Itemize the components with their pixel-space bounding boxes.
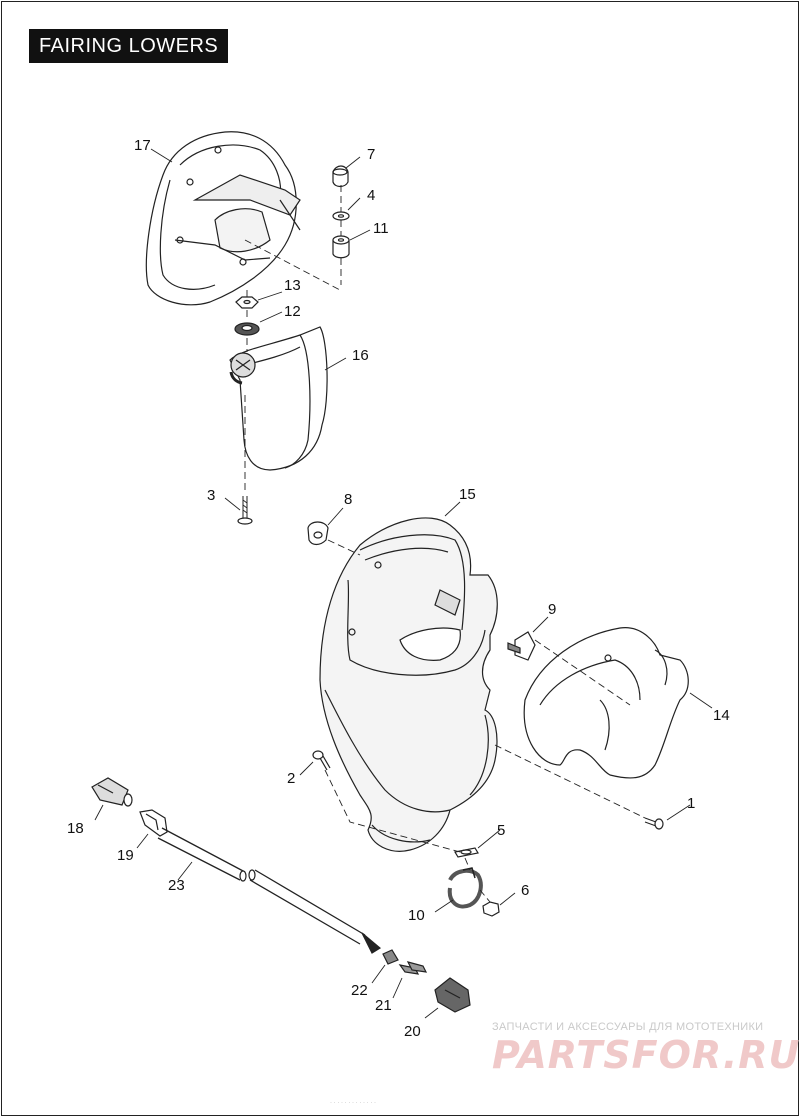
- part-21-pins: [398, 961, 428, 975]
- callout-3: 3: [207, 487, 215, 504]
- callout-4: 4: [367, 187, 375, 204]
- callout-23: 23: [168, 877, 185, 894]
- callout-10: 10: [408, 907, 425, 924]
- callout-2: 2: [287, 770, 295, 787]
- callout-7: 7: [367, 146, 375, 163]
- callout-18: 18: [67, 820, 84, 837]
- part-8-grommet: [307, 521, 329, 546]
- part-10-cable-strap: [447, 867, 483, 909]
- callout-19: 19: [117, 847, 134, 864]
- callout-16: 16: [352, 347, 369, 364]
- callout-6: 6: [521, 882, 529, 899]
- callout-21: 21: [375, 997, 392, 1014]
- watermark-logo: PARTSFOR.RU: [492, 1033, 800, 1077]
- watermark-tagline: ЗАПЧАСТИ И АКСЕССУАРЫ ДЛЯ МОТОТЕХНИКИ: [492, 1021, 764, 1033]
- part-4-washer: [332, 211, 350, 221]
- part-17-fairing-cap: [145, 131, 301, 306]
- part-12-grommet: [234, 322, 260, 336]
- part-18-connector: [91, 777, 133, 807]
- callout-13: 13: [284, 277, 301, 294]
- part-1-screw: [644, 817, 664, 830]
- callout-labels: 17 7 4 11 13 12 16 3 8 15 9 14 2 1 18 5 …: [67, 137, 730, 1040]
- callout-12: 12: [284, 303, 301, 320]
- callout-5: 5: [497, 822, 505, 839]
- callout-1: 1: [687, 795, 695, 812]
- callout-8: 8: [344, 491, 352, 508]
- part-16-lower-cover: [229, 326, 328, 471]
- part-3-screw: [237, 496, 253, 525]
- part-23-harness: [157, 827, 382, 954]
- part-15-fairing-lower: [319, 517, 498, 852]
- callout-22: 22: [351, 982, 368, 999]
- part-22-terminal: [382, 949, 399, 965]
- part-6-nut: [482, 901, 500, 917]
- page-title: FAIRING LOWERS: [29, 29, 229, 63]
- callout-9: 9: [548, 601, 556, 618]
- callout-11: 11: [373, 220, 389, 237]
- callout-14: 14: [713, 707, 730, 724]
- part-14-door: [523, 627, 689, 779]
- callout-20: 20: [404, 1023, 421, 1040]
- part-9-clip-nut: [507, 631, 536, 661]
- part-11-spacer: [332, 235, 350, 259]
- callout-17: 17: [134, 137, 151, 154]
- part-2-screw: [312, 750, 331, 771]
- part-7-acorn-nut: [332, 165, 349, 188]
- part-19-socket: [139, 809, 168, 837]
- part-5-clip: [454, 847, 479, 858]
- footer-text: · · · · · · · · · · · · ·: [330, 1100, 376, 1106]
- part-20-connector: [434, 977, 471, 1013]
- part-13-nut: [235, 296, 259, 309]
- callout-15: 15: [459, 486, 476, 503]
